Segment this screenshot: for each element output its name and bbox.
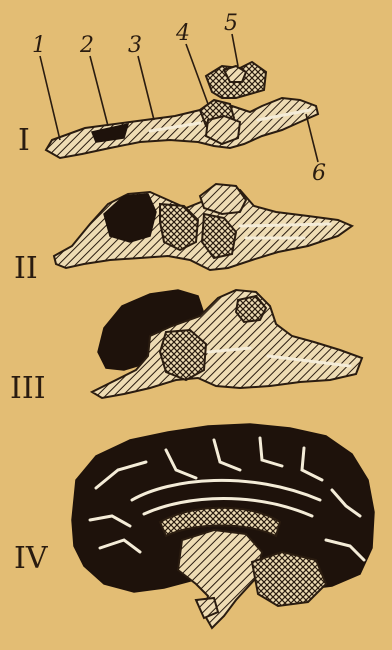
- stage-3-diagram: [92, 290, 362, 398]
- part-label-4: 4: [175, 21, 190, 46]
- part-label-2: 2: [79, 33, 94, 58]
- part-2-leader: [90, 56, 108, 126]
- stage-label-IV: IV: [14, 541, 49, 576]
- stage-label-II: II: [14, 251, 38, 286]
- stage-1-diagram: [46, 62, 318, 158]
- part-3-leader: [138, 56, 154, 120]
- part-5-leader: [232, 34, 238, 66]
- part-label-1: 1: [32, 33, 46, 58]
- stage-label-III: III: [10, 371, 46, 406]
- part-label-6: 6: [312, 161, 326, 186]
- stage-4-diagram: [72, 424, 374, 628]
- part-6-leader: [306, 114, 318, 162]
- part-label-5: 5: [224, 11, 238, 36]
- stage-label-I: I: [18, 123, 30, 158]
- part-label-3: 3: [128, 33, 142, 58]
- part-1-leader: [40, 56, 60, 140]
- stage-2-diagram: [54, 184, 352, 270]
- part-4-leader: [186, 44, 208, 104]
